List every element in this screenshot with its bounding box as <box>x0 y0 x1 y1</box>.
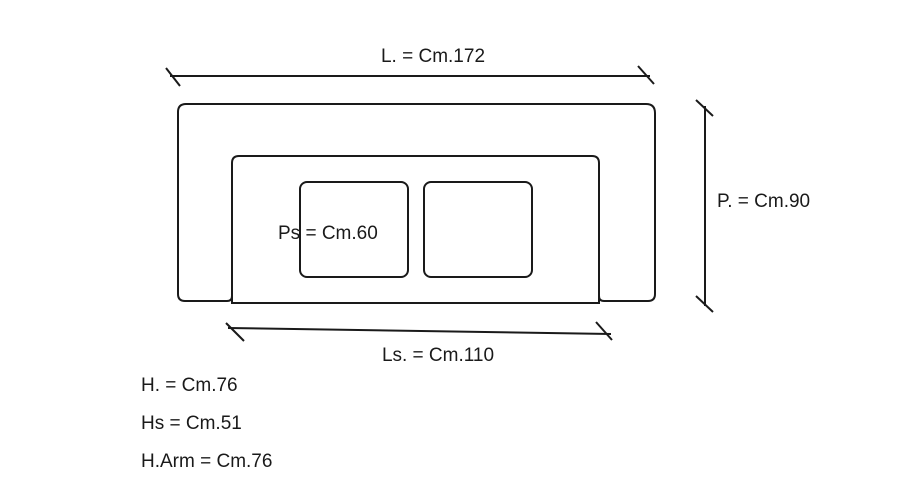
seat-cushion-left <box>299 181 409 278</box>
seat-base <box>231 296 600 304</box>
seat-height-spec: Hs = Cm.51 <box>141 413 242 434</box>
seat-depth-label: Ps = Cm.60 <box>278 223 378 244</box>
sofa-outer-outline <box>177 103 656 302</box>
length-dimension <box>165 65 655 87</box>
depth-dimension <box>695 99 714 313</box>
seat-length-dimension <box>225 321 613 342</box>
overall-height-spec: H. = Cm.76 <box>141 375 238 396</box>
height-specs: H. = Cm.76 Hs = Cm.51 H.Arm = Cm.76 <box>141 373 441 487</box>
seat-cushion-right <box>423 181 533 278</box>
arm-height-spec: H.Arm = Cm.76 <box>141 451 273 472</box>
depth-label: P. = Cm.90 <box>717 191 810 212</box>
length-label: L. = Cm.172 <box>381 46 485 67</box>
seat-length-label: Ls. = Cm.110 <box>382 345 494 366</box>
